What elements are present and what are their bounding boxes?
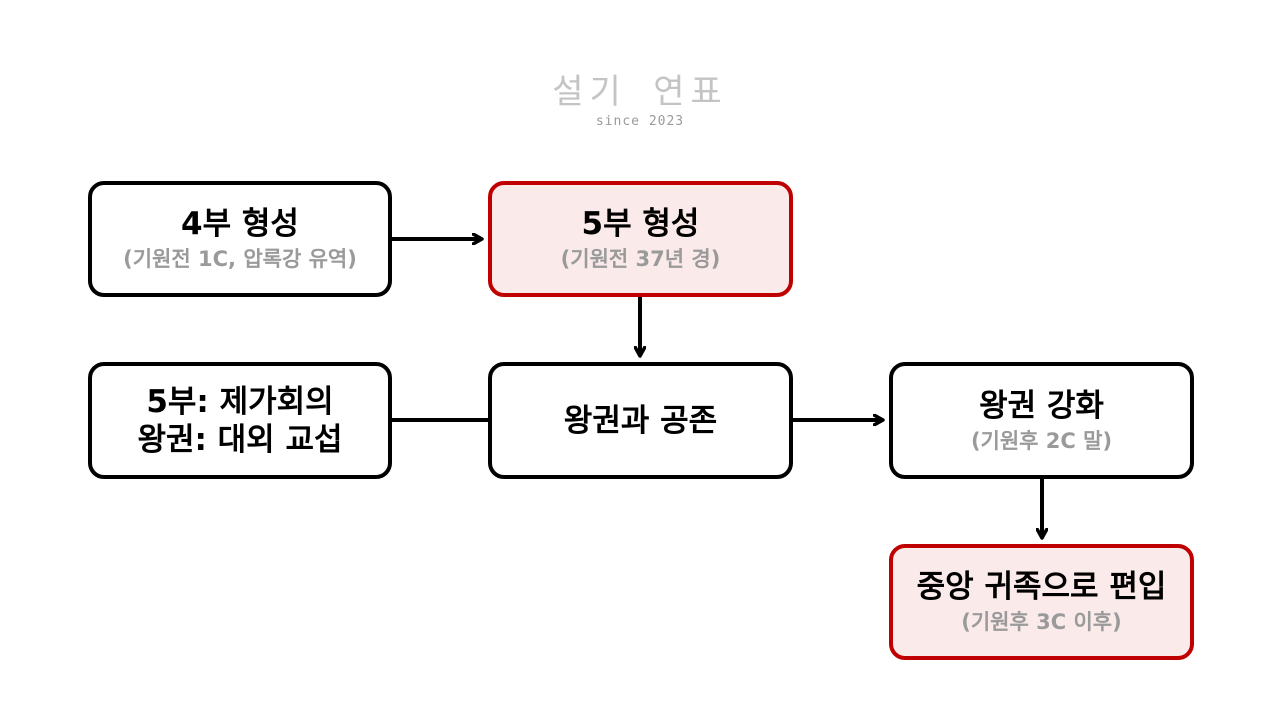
node-subtitle: (기원후 3C 이후) bbox=[961, 610, 1122, 634]
node-5bu-formation: 5부 형성 (기원전 37년 경) bbox=[488, 181, 793, 297]
note-line-2: 왕권: 대외 교섭 bbox=[137, 421, 343, 458]
logo-title: 설기 연표 bbox=[552, 72, 728, 112]
node-incorporate: 중앙 귀족으로 편입 (기원후 3C 이후) bbox=[889, 544, 1194, 660]
node-title: 왕권과 공존 bbox=[563, 402, 718, 439]
node-subtitle: (기원전 1C, 압록강 유역) bbox=[123, 247, 357, 271]
node-strengthen: 왕권 강화 (기원후 2C 말) bbox=[889, 362, 1194, 479]
node-title: 5부 형성 bbox=[581, 206, 700, 242]
note-line-1: 5부: 제가회의 bbox=[146, 383, 334, 420]
node-subtitle: (기원전 37년 경) bbox=[560, 247, 721, 271]
node-title: 중앙 귀족으로 편입 bbox=[916, 569, 1167, 605]
node-role-note: 5부: 제가회의 왕권: 대외 교섭 bbox=[88, 362, 392, 479]
node-title: 왕권 강화 bbox=[979, 387, 1104, 424]
node-subtitle: (기원후 2C 말) bbox=[970, 428, 1113, 453]
node-4bu-formation: 4부 형성 (기원전 1C, 압록강 유역) bbox=[88, 181, 392, 297]
node-coexist: 왕권과 공존 bbox=[488, 362, 793, 479]
logo: 설기 연표 since 2023 bbox=[530, 72, 750, 129]
node-title: 4부 형성 bbox=[181, 206, 299, 242]
logo-subtitle: since 2023 bbox=[595, 114, 685, 129]
